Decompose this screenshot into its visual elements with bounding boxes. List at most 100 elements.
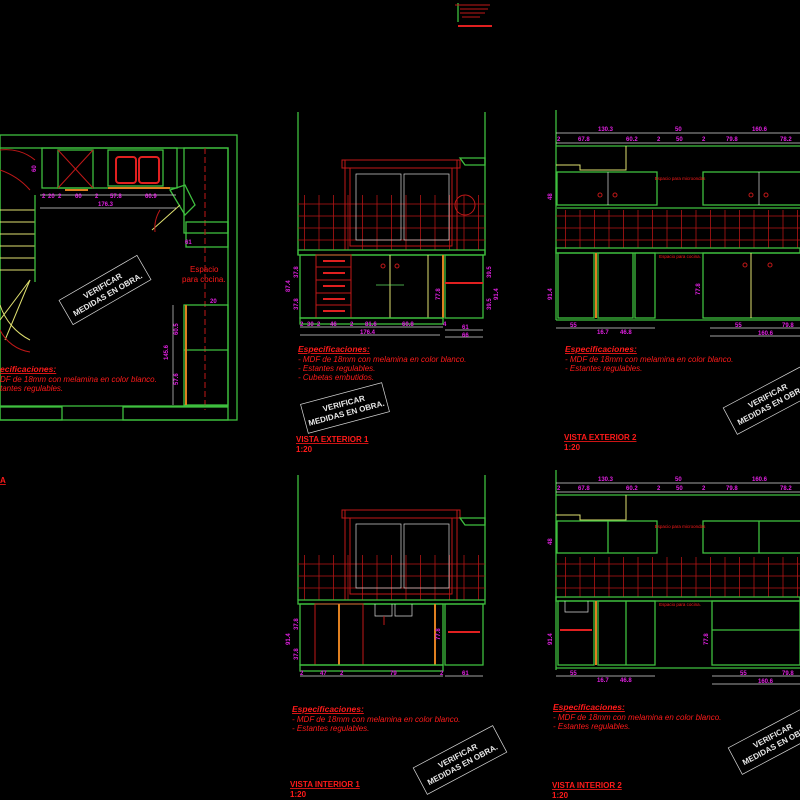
dim-label: 50 <box>675 477 682 483</box>
spec-line: - MDF de 18mm con melamina en color blan… <box>565 355 733 364</box>
dim-label: 37.8 <box>294 648 300 660</box>
space-label: Espacio para microondas <box>655 524 707 529</box>
view-interior-1: 2 47 2 79 2 61 37.8 37.8 91.4 77.8 Espec… <box>286 475 508 799</box>
dim-label: 79.8 <box>726 137 738 143</box>
specs-title: Especificaciones: <box>553 702 625 712</box>
dim-label: 60.2 <box>626 486 638 492</box>
dim-label: 2 <box>340 671 344 677</box>
dim-label: 79.8 <box>782 323 794 329</box>
dim-label: 2 <box>702 486 706 492</box>
dim-label: 46.8 <box>620 330 632 336</box>
dim-label: 87.4 <box>286 280 292 292</box>
dim-label: 2 <box>58 194 62 200</box>
dim-label: 57.8 <box>110 194 122 200</box>
dim-label: 66 <box>462 333 469 339</box>
dim-label: 2 <box>300 671 304 677</box>
space-label: Espacio para cocina. <box>659 254 701 259</box>
dim-label: 78.2 <box>780 486 792 492</box>
dim-label: 46 <box>330 322 337 328</box>
dim-label: 79.8 <box>726 486 738 492</box>
space-label: para cocina. <box>182 275 226 284</box>
view-exterior-1: 2 30 2 46 2 81.6 60.8 176.4 4 61 66 87.4… <box>286 112 500 454</box>
specs-title: ecificaciones: <box>0 364 56 374</box>
dim-label: 57.6 <box>174 373 180 385</box>
specs-title: Especificaciones: <box>298 344 370 354</box>
dim-label: 145.6 <box>164 344 170 360</box>
view-title: VISTA EXTERIOR 1 <box>296 435 369 444</box>
dim-label: 160.6 <box>752 477 768 483</box>
dim-label: 39.5 <box>487 298 493 310</box>
view-scale: 1:20 <box>290 790 307 799</box>
dim-label: 130.3 <box>598 477 614 483</box>
spec-line: - MDF de 18mm con melamina en color blan… <box>292 715 460 724</box>
dim-label: 48 <box>548 193 554 200</box>
dim-label: 2 <box>557 137 561 143</box>
view-scale: 1:20 <box>552 791 569 800</box>
dim-label: 130.3 <box>598 127 614 133</box>
view-title: VISTA INTERIOR 1 <box>290 780 360 789</box>
dim-label: 39.5 <box>487 266 493 278</box>
spec-line: - MDF de 18mm con melamina en color blan… <box>553 713 721 722</box>
dim-label: 61 <box>185 240 192 246</box>
dim-label: 47 <box>320 671 327 677</box>
dim-label: 77.8 <box>696 283 702 295</box>
dim-label: 46.8 <box>620 678 632 684</box>
dim-label: 79 <box>390 671 397 677</box>
dim-label: 2 <box>95 194 99 200</box>
dim-label: 77.8 <box>436 628 442 640</box>
specs-title: Especificaciones: <box>292 704 364 714</box>
spec-line: - Estantes regulables. <box>565 364 642 373</box>
dim-label: 77.8 <box>436 288 442 300</box>
dim-label: 50 <box>675 127 682 133</box>
dim-label: 55 <box>570 323 577 329</box>
spec-line: - Cubetas embutidos. <box>298 373 374 382</box>
view-scale: 1:20 <box>296 445 313 454</box>
spec-line: - MDF de 18mm con melamina en color blan… <box>298 355 466 364</box>
dim-label: 60.5 <box>174 323 180 335</box>
dim-label: 67.8 <box>578 137 590 143</box>
view-scale: 1:20 <box>564 443 581 452</box>
dim-label: 2 <box>42 194 46 200</box>
view-title: VISTA EXTERIOR 2 <box>564 433 637 442</box>
dim-label: 78.2 <box>780 137 792 143</box>
view-title: A <box>0 476 6 485</box>
dim-label: 55 <box>740 671 747 677</box>
dim-label: 50 <box>676 137 683 143</box>
dim-label: 176.3 <box>98 202 114 208</box>
dim-label: 91.4 <box>548 633 554 645</box>
dim-label: 37.8 <box>294 266 300 278</box>
dim-label: 81.6 <box>365 322 377 328</box>
dim-label: 2 <box>440 671 444 677</box>
specs-title: Especificaciones: <box>565 344 637 354</box>
dim-label: 2 <box>300 322 304 328</box>
dim-label: 79.8 <box>782 671 794 677</box>
spec-line: DF de 18mm con melamina en color blanco. <box>0 375 157 384</box>
dim-label: 37.8 <box>294 618 300 630</box>
dim-label: 20 <box>48 194 55 200</box>
dim-label: 48 <box>548 538 554 545</box>
dim-label: 37.8 <box>294 298 300 310</box>
dim-label: 2 <box>557 486 561 492</box>
dim-label: 60.2 <box>626 137 638 143</box>
staircase <box>0 149 36 353</box>
view-title: VISTA INTERIOR 2 <box>552 781 622 790</box>
spec-line: tantes regulables. <box>0 384 63 393</box>
dim-label: 60.9 <box>145 194 157 200</box>
dim-label: 2 <box>317 322 321 328</box>
dim-label: 60.8 <box>402 322 414 328</box>
dim-label: 67.8 <box>578 486 590 492</box>
dim-label: 91.4 <box>286 633 292 645</box>
dim-label: 60 <box>32 165 38 172</box>
dim-label: 16.7 <box>597 330 609 336</box>
dim-label: 16.7 <box>597 678 609 684</box>
dim-label: 91.4 <box>548 288 554 300</box>
dim-label: 61 <box>462 325 469 331</box>
dim-label: 2 <box>657 486 661 492</box>
spec-line: - Estantes regulables. <box>553 722 630 731</box>
space-label: Espacio <box>190 265 219 274</box>
dim-label: 55 <box>570 671 577 677</box>
dim-label: 55 <box>735 323 742 329</box>
dim-label: 91.4 <box>494 288 500 300</box>
dim-label: 77.8 <box>704 633 710 645</box>
